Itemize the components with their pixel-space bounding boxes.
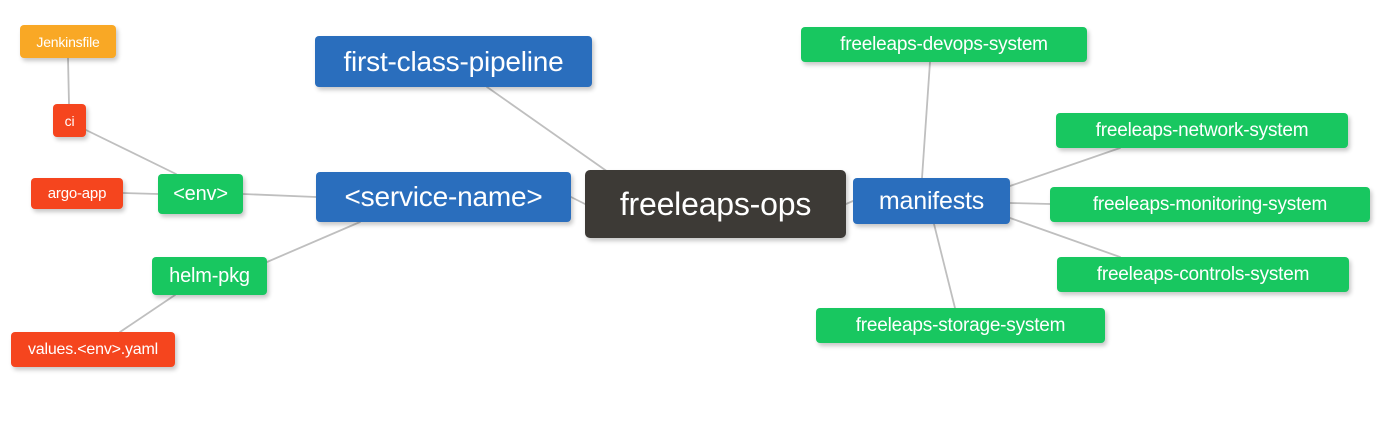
node-label: freeleaps-network-system [1095,120,1309,141]
node-freeleaps-ops[interactable]: freeleaps-ops [585,170,846,238]
edge-manifests-to-storage-system [933,223,956,309]
node-jenkinsfile[interactable]: Jenkinsfile [20,25,116,58]
node-argo-app[interactable]: argo-app [31,178,123,209]
node-first-class[interactable]: first-class-pipeline [315,36,592,87]
node-service-name[interactable]: <service-name> [316,172,571,222]
edge-manifests-to-network-system [1009,147,1121,187]
edge-ci-to-jenkinsfile [67,57,70,105]
edge-service-name-to-env [242,193,317,198]
node-label: values.<env>.yaml [27,340,158,358]
node-manifests[interactable]: manifests [853,178,1010,224]
node-label: ci [64,112,75,129]
edge-freeleaps-ops-to-first-class [486,86,609,173]
node-ci[interactable]: ci [53,104,86,137]
node-network-system[interactable]: freeleaps-network-system [1056,113,1348,148]
node-monitoring-system[interactable]: freeleaps-monitoring-system [1050,187,1370,222]
node-helm-pkg[interactable]: helm-pkg [152,257,267,295]
node-label: freeleaps-devops-system [840,34,1048,55]
node-label: first-class-pipeline [343,45,564,77]
edge-service-name-to-helm-pkg [266,221,361,263]
edge-manifests-to-controls-system [1009,217,1121,258]
node-storage-system[interactable]: freeleaps-storage-system [816,308,1105,343]
node-values-yaml[interactable]: values.<env>.yaml [11,332,175,367]
node-label: freeleaps-ops [619,186,812,222]
node-devops-system[interactable]: freeleaps-devops-system [801,27,1087,62]
edge-manifests-to-monitoring-system [1009,202,1051,205]
edge-manifests-to-devops-system [921,61,931,179]
edge-freeleaps-ops-to-manifests [845,200,854,205]
node-env[interactable]: <env> [158,174,243,214]
node-label: <env> [173,183,228,205]
node-label: freeleaps-controls-system [1096,264,1310,285]
node-label: freeleaps-monitoring-system [1092,194,1328,215]
edge-freeleaps-ops-to-service-name [570,196,586,205]
edge-helm-pkg-to-values-yaml [119,294,176,333]
node-label: manifests [878,186,985,215]
node-controls-system[interactable]: freeleaps-controls-system [1057,257,1349,292]
node-label: Jenkinsfile [36,33,100,50]
node-label: argo-app [47,185,107,202]
node-label: freeleaps-storage-system [855,315,1066,336]
node-label: <service-name> [344,181,543,212]
edge-env-to-ci [85,129,177,175]
node-label: helm-pkg [169,265,250,287]
edge-env-to-argo-app [122,192,159,195]
